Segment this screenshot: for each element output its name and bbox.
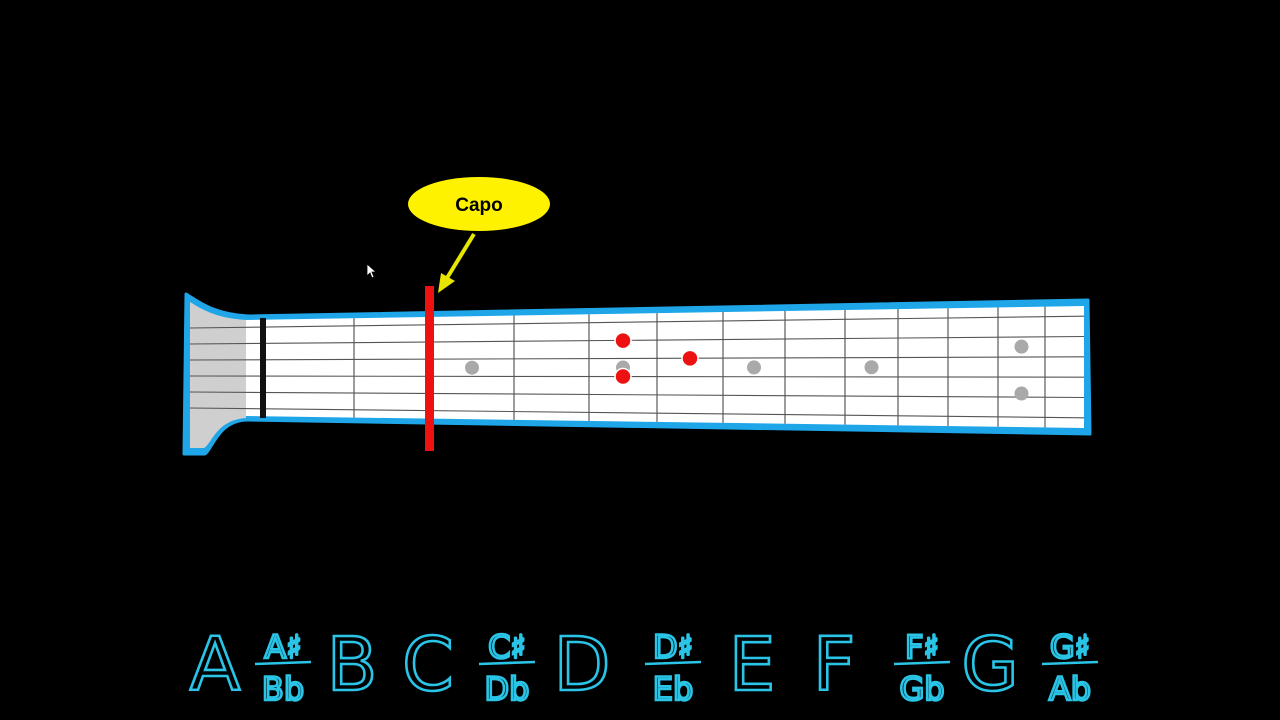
inlay-dot <box>1014 339 1029 354</box>
headstock <box>190 302 246 448</box>
note-sharp: D♯ <box>653 628 693 666</box>
enharmonic-pair: F♯ Gb <box>893 627 951 709</box>
capo-callout-bubble <box>408 177 550 231</box>
guitar-string <box>189 315 1085 329</box>
inlay-dot <box>465 360 479 375</box>
guitar-string <box>189 335 1085 345</box>
nut <box>260 318 266 418</box>
note-flat: Gb <box>899 670 944 708</box>
note-name: C <box>402 622 454 708</box>
note-sharp: C♯ <box>488 628 526 666</box>
note-name: A <box>190 622 241 708</box>
guitar-string <box>189 375 1085 378</box>
fretboard <box>246 306 1084 428</box>
enharmonic-pair: A♯ Bb <box>254 627 312 709</box>
inlay-dot <box>864 360 879 375</box>
mouse-cursor-icon <box>366 263 378 279</box>
note-flat: Bb <box>262 670 304 708</box>
fraction-bar <box>254 660 312 666</box>
guitar-neck <box>182 286 1092 456</box>
note-name: E <box>729 622 776 708</box>
finger-positions <box>614 331 699 386</box>
inlay-dot <box>1014 386 1029 401</box>
note-sharp: A♯ <box>264 628 301 666</box>
guitar-string <box>189 391 1085 399</box>
note-name: F <box>813 622 856 708</box>
capo-callout: Capo <box>408 177 550 293</box>
guitar-string <box>189 407 1085 419</box>
note-sharp: G♯ <box>1050 628 1090 666</box>
note-flat: Eb <box>653 670 694 708</box>
enharmonic-pair: C♯ Db <box>478 627 536 709</box>
note-name: G <box>961 622 1018 708</box>
note-name: D <box>554 622 611 708</box>
finger-dot <box>681 349 699 368</box>
finger-dot <box>614 331 632 350</box>
fraction-bar <box>644 660 702 666</box>
capo-bar <box>425 286 434 451</box>
inlay-dot <box>747 360 761 375</box>
note-name: B <box>327 622 378 708</box>
fraction-bar <box>478 660 536 666</box>
finger-dot <box>614 367 632 386</box>
enharmonic-pair: D♯ Eb <box>644 627 702 709</box>
capo-callout-label: Capo <box>455 195 503 216</box>
note-flat: Db <box>485 670 530 708</box>
fraction-bar <box>893 660 951 666</box>
capo-arrow <box>445 232 476 280</box>
enharmonic-pair: G♯ Ab <box>1041 627 1099 709</box>
fraction-bar <box>1041 660 1099 666</box>
note-flat: Ab <box>1049 670 1091 708</box>
guitar-string <box>189 356 1085 361</box>
strings <box>189 315 1085 419</box>
note-sharp: F♯ <box>905 628 939 666</box>
inlay-markers <box>465 339 1029 401</box>
capo-arrow-head <box>438 273 455 293</box>
